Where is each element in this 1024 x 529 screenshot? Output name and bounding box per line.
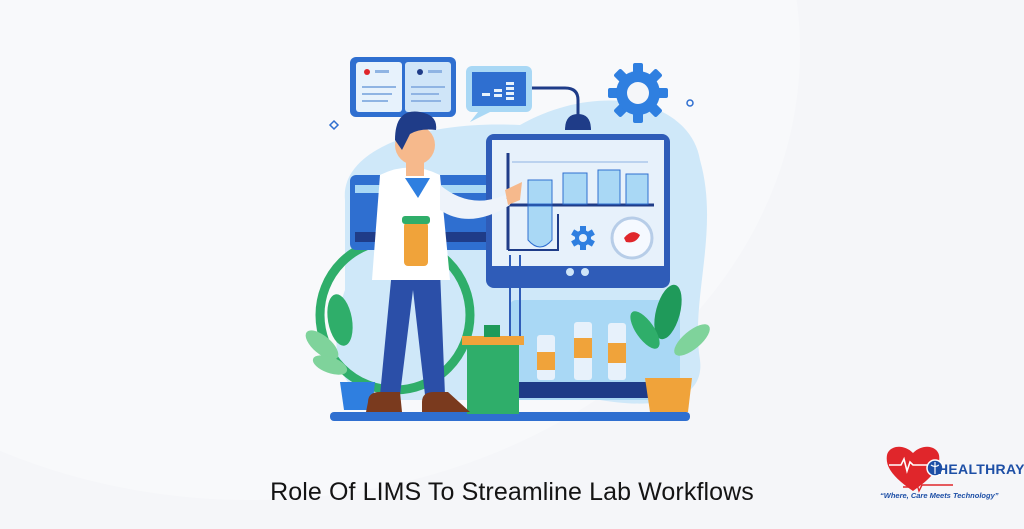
document-card-icon: [350, 57, 456, 117]
sparkle-icon: [328, 119, 340, 131]
lamp-icon: [565, 114, 591, 130]
cable: [532, 86, 580, 118]
brand-name: HEALTHRAY: [938, 461, 1024, 477]
monitor-gear-icon: [571, 226, 595, 250]
gauge-icon: [610, 216, 654, 260]
gear-icon: [608, 63, 668, 123]
test-tubes-icon: [537, 322, 626, 380]
sample-stand: [462, 325, 524, 414]
decor-ring: [686, 99, 694, 107]
healthray-logo: HEALTHRAY “Where, Care Meets Technology”: [880, 443, 1024, 523]
page-title: Role Of LIMS To Streamline Lab Workflows: [270, 478, 754, 506]
lims-monitor: [486, 134, 670, 288]
brand-tagline: “Where, Care Meets Technology”: [880, 491, 999, 500]
plant-left-icon: [305, 294, 375, 410]
heart-ecg-caduceus-icon: [886, 446, 953, 493]
scientist-figure: [366, 111, 522, 412]
plant-right-icon: [630, 284, 710, 412]
chat-bubble-chart-icon: [466, 66, 532, 122]
ladder: [509, 255, 521, 340]
